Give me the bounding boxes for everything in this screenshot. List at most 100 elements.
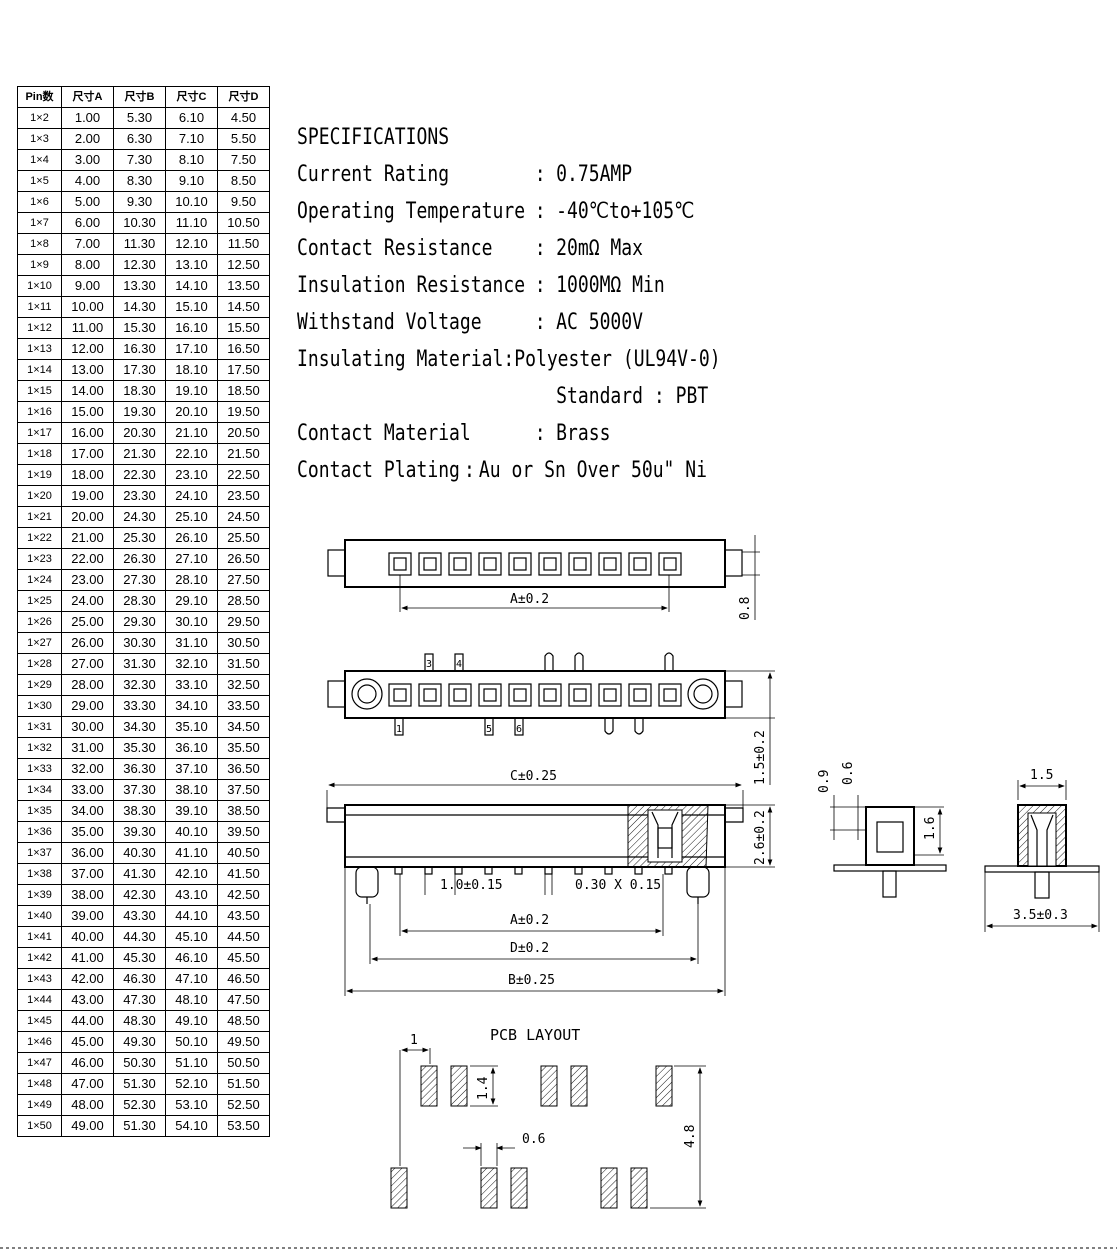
top-view-contacts (388, 552, 682, 576)
dim-d-cell: 25.50 (217, 527, 270, 549)
pin-count-cell: 1×16 (17, 401, 62, 423)
top-view: A±0.2 0.8 (327, 535, 760, 620)
contact-cavity (628, 683, 652, 707)
contact-cavity (508, 683, 532, 707)
contact-cavity (448, 683, 472, 707)
dim-d-cell: 23.50 (217, 485, 270, 507)
dim-d-cell: 41.50 (217, 863, 270, 885)
pin-count-cell: 1×34 (17, 779, 62, 801)
contact-pin (603, 557, 617, 571)
pcb-dim-1-label: 1 (410, 1033, 418, 1048)
pin-count-cell: 1×36 (17, 821, 62, 843)
dim-d-cell: 10.50 (217, 212, 270, 234)
spec-label: Withstand Voltage (297, 310, 482, 335)
dim-a-cell: 13.00 (61, 359, 114, 381)
dim-b-cell: 11.30 (113, 233, 166, 255)
dim-d-cell: 38.50 (217, 800, 270, 822)
dim-c-cell: 21.10 (165, 422, 218, 444)
contact-cavity (418, 683, 442, 707)
pin-count-cell: 1×4 (17, 149, 62, 171)
spec-colon: : (534, 310, 546, 335)
dim-35-03-label: 3.5±0.3 (1013, 908, 1068, 923)
dim-d-cell: 53.50 (217, 1115, 270, 1137)
spec-value: Polyester (UL94V-0) (514, 347, 721, 372)
spec-row: Contact Material : Brass (297, 415, 707, 452)
pin-count-cell: 1×22 (17, 527, 62, 549)
dim-pin-size-label: 0.30 X 0.15 (575, 878, 661, 893)
dim-09-label: 0.9 (817, 770, 832, 793)
contact-cavity (598, 552, 622, 576)
dim-b-cell: 22.30 (113, 464, 166, 486)
contact-cavity (568, 683, 592, 707)
spec-row: Operating Temperature : -40℃to+105℃ (297, 193, 707, 230)
dim-d-cell: 8.50 (217, 170, 270, 192)
dim-d-cell: 42.50 (217, 884, 270, 906)
dim-b-cell: 18.30 (113, 380, 166, 402)
dim-c-cell: 27.10 (165, 548, 218, 570)
dim-a-cell: 41.00 (61, 947, 114, 969)
dim-b-cell: 52.30 (113, 1094, 166, 1116)
dim-a-cell: 38.00 (61, 884, 114, 906)
spec-label: Current Rating (297, 162, 450, 187)
contact-pin (393, 688, 407, 702)
dim-b-cell: 49.30 (113, 1031, 166, 1053)
dim-b-cell: 47.30 (113, 989, 166, 1011)
dim-a-side-label: A±0.2 (510, 913, 549, 928)
contact-pin (663, 557, 677, 571)
contact-cavity (508, 552, 532, 576)
dim-d-cell: 30.50 (217, 632, 270, 654)
dim-c-cell: 51.10 (165, 1052, 218, 1074)
pcb-dim-48-label: 4.8 (683, 1125, 698, 1148)
dim-c-cell: 16.10 (165, 317, 218, 339)
dim-d-cell: 47.50 (217, 989, 270, 1011)
contact-pin (663, 688, 677, 702)
spec-label: Contact Material (297, 421, 471, 446)
dim-a-cell: 37.00 (61, 863, 114, 885)
pin-count-cell: 1×5 (17, 170, 62, 192)
dim-b-cell: 30.30 (113, 632, 166, 654)
pcb-dim-06-label: 0.6 (522, 1132, 545, 1147)
dim-b-cell: 42.30 (113, 884, 166, 906)
spec-value: Brass (556, 421, 611, 446)
dim-b-cell: 50.30 (113, 1052, 166, 1074)
spec-row: Contact Plating : Au or Sn Over 50u" Ni (297, 452, 707, 489)
dim-d-cell: 43.50 (217, 905, 270, 927)
pin-label-3: 3 (426, 659, 432, 670)
spec-colon: : (463, 458, 475, 483)
dim-b-cell: 10.30 (113, 212, 166, 234)
spec-label: Contact Plating (297, 458, 460, 483)
contact-pin (603, 688, 617, 702)
spec-row: Withstand Voltage : AC 5000V (297, 304, 707, 341)
contact-pin (633, 688, 647, 702)
pin-label-5: 5 (486, 724, 492, 735)
dim-a-label: A±0.2 (510, 592, 549, 607)
dim-c-cell: 19.10 (165, 380, 218, 402)
dim-d-cell: 31.50 (217, 653, 270, 675)
pin-label-1: 1 (396, 724, 402, 735)
pin-count-cell: 1×12 (17, 317, 62, 339)
contact-cavity (538, 552, 562, 576)
contact-pin (423, 557, 437, 571)
dim-b-cell: 36.30 (113, 758, 166, 780)
side-view: C±0.25 2.6±0.2 1.0±0.1 (326, 769, 775, 996)
dim-b-cell: 33.30 (113, 695, 166, 717)
pin-count-cell: 1×17 (17, 422, 62, 444)
dim-d-cell: 7.50 (217, 149, 270, 171)
dim-c-cell: 24.10 (165, 485, 218, 507)
dim-a-cell: 6.00 (61, 212, 114, 234)
dim-c-cell: 45.10 (165, 926, 218, 948)
spec-row: Current Rating : 0.75AMP (297, 156, 707, 193)
